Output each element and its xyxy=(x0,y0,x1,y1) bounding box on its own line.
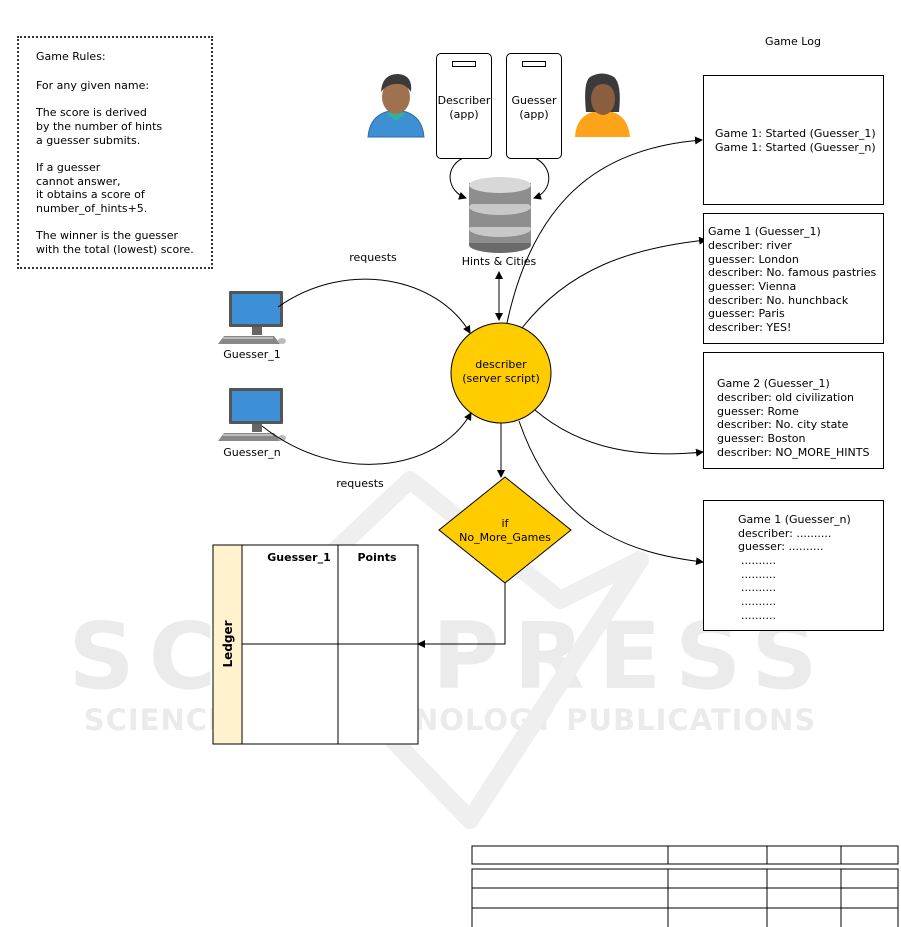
ledger-col-guesser1: Guesser_1 xyxy=(267,551,330,564)
log-box-3: Game 2 (Guesser_1) describer: old civili… xyxy=(703,352,884,469)
log-line: .......... xyxy=(741,595,776,608)
person-icon-describer xyxy=(367,74,425,138)
watermark-subtitle: SCIENCE AND TECHNOLOGY PUBLICATIONS xyxy=(84,703,817,737)
database-label: Hints & Cities xyxy=(462,255,537,268)
log-box-2: Game 1 (Guesser_1) describer: river gues… xyxy=(703,213,884,344)
game-log-title: Game Log xyxy=(765,35,821,48)
log-line: guesser: London xyxy=(708,253,799,266)
database-icon xyxy=(469,177,531,253)
decision-node xyxy=(438,476,572,584)
guesser-app: Guesser (app) xyxy=(506,53,562,159)
edge-guesser-app-db xyxy=(533,157,550,200)
describer-app: Describer (app) xyxy=(436,53,492,159)
edge-guessern-server xyxy=(261,412,472,465)
log-line: guesser: Rome xyxy=(717,405,799,418)
log-line: Game 1 (Guesser_n) xyxy=(738,513,851,526)
ledger-col-points: Points xyxy=(357,551,396,564)
rules-line: The score is derived xyxy=(36,106,147,119)
requests-label-bottom: requests xyxy=(336,477,384,490)
edge-describer-app-db xyxy=(449,157,467,200)
log-box-4: Game 1 (Guesser_n) describer: ..........… xyxy=(703,500,884,631)
guesser-app-sublabel: (app) xyxy=(519,108,549,121)
rules-line: The winner is the guesser xyxy=(36,229,179,242)
log-line: .......... xyxy=(741,554,776,567)
log-line: Game 1 (Guesser_1) xyxy=(708,225,821,238)
edge-guesser1-server xyxy=(277,278,471,334)
computer-icon-guessern xyxy=(218,388,286,441)
person-icon-guesser xyxy=(575,73,630,137)
log-line: describer: No. hunchback xyxy=(708,294,849,307)
log-line: describer: old civilization xyxy=(717,391,855,404)
log-line: Game 1: Started (Guesser_n) xyxy=(715,141,876,154)
server-label-line1: describer xyxy=(475,358,527,371)
guesser-app-label: Guesser xyxy=(511,94,557,107)
rules-line: by the number of hints xyxy=(36,120,163,133)
watermark-title: SCITEPRESS xyxy=(68,603,831,710)
watermark-logo-shape xyxy=(261,471,649,829)
log-line: .......... xyxy=(741,581,776,594)
log-line: .......... xyxy=(741,609,776,622)
game-rules-box: Game Rules: For any given name: The scor… xyxy=(17,36,213,269)
edge-server-log3 xyxy=(534,409,704,457)
log-line: guesser: Boston xyxy=(717,432,806,445)
rules-line: For any given name: xyxy=(36,79,150,92)
log-line: describer: .......... xyxy=(738,527,832,540)
rules-line: If a guesser xyxy=(36,161,101,174)
guesser1-label: Guesser_1 xyxy=(223,348,281,361)
rules-line: a guesser submits. xyxy=(36,134,141,147)
rules-title: Game Rules: xyxy=(36,50,106,63)
log-line: describer: No. city state xyxy=(717,418,849,431)
log-line: guesser: Vienna xyxy=(708,280,797,293)
edge-server-log4 xyxy=(518,420,704,566)
rules-line: it obtains a score of xyxy=(36,188,145,201)
guessern-label: Guesser_n xyxy=(223,446,281,459)
describer-app-sublabel: (app) xyxy=(449,108,479,121)
rules-line: cannot answer, xyxy=(36,175,121,188)
log-line: describer: YES! xyxy=(708,321,792,334)
log-line: guesser: Paris xyxy=(708,307,785,320)
empty-table xyxy=(471,845,899,927)
log-line: describer: NO_MORE_HINTS xyxy=(717,446,870,459)
decision-label-line1: if xyxy=(502,517,510,530)
phone-speaker-icon xyxy=(522,61,546,67)
log-line: describer: No. famous pastries xyxy=(708,266,877,279)
log-box-1: Game 1: Started (Guesser_1) Game 1: Star… xyxy=(703,75,884,205)
log-line: guesser: .......... xyxy=(738,540,824,553)
requests-label-top: requests xyxy=(349,251,397,264)
rules-line: number_of_hints+5. xyxy=(36,202,148,215)
decision-label-line2: No_More_Games xyxy=(459,531,551,544)
phone-speaker-icon xyxy=(452,61,476,67)
edge-decision-ledger xyxy=(417,583,506,648)
ledger-title: Ledger xyxy=(221,620,235,667)
log-line: Game 1: Started (Guesser_1) xyxy=(715,127,876,140)
rules-line: with the total (lowest) score. xyxy=(36,243,194,256)
ledger-table xyxy=(212,544,419,745)
edge-server-log1 xyxy=(506,136,703,324)
log-line: Game 2 (Guesser_1) xyxy=(717,377,830,390)
computer-icon-guesser1 xyxy=(218,291,286,344)
log-line: describer: river xyxy=(708,239,792,252)
log-line: .......... xyxy=(741,568,776,581)
describer-app-label: Describer xyxy=(437,94,491,107)
server-label-line2: (server script) xyxy=(462,372,540,385)
edge-server-log2 xyxy=(521,236,707,329)
